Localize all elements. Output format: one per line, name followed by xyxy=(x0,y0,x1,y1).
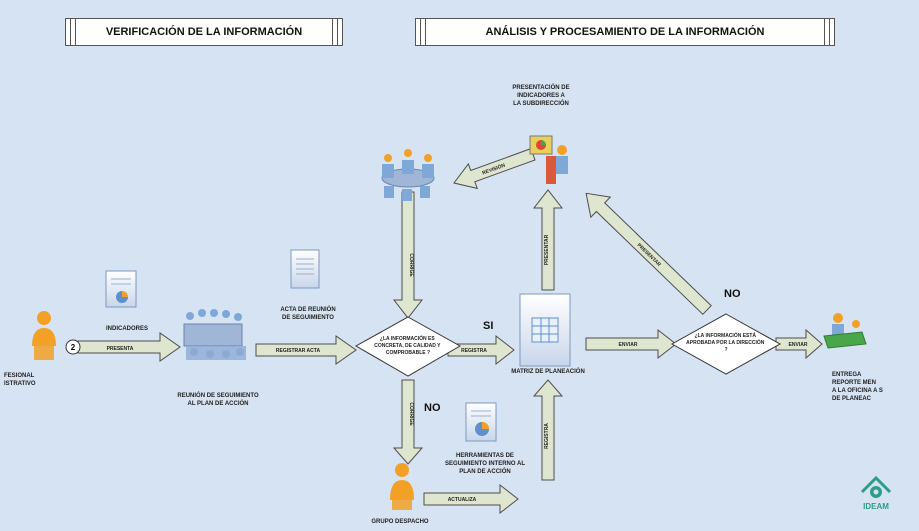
label-presentacion: PRESENTACIÓN DE INDICADORES A LA SUBDIRE… xyxy=(512,85,570,107)
arrow-corrige-top: CORRIGE xyxy=(392,191,424,319)
acta-document-icon xyxy=(290,249,320,289)
arrow-label-corrige-top: CORRIGE xyxy=(408,253,414,277)
label-acta: ACTA DE REUNIÓN DE SEGUIMIENTO xyxy=(280,307,336,321)
header-verificacion: VERIFICACIÓN DE LA INFORMACIÓN xyxy=(65,18,343,46)
label-entrega: ENTREGA REPORTE MEN A LA OFICINA A S DE … xyxy=(832,372,883,402)
step-badge-text: 2 xyxy=(71,343,76,352)
arrow-label-presenta: PRESENTA xyxy=(107,346,134,352)
arrow-revision: REVISIÓN xyxy=(453,147,536,190)
step-badge-circle xyxy=(65,339,81,355)
label-grupo: GRUPO DESPACHO xyxy=(371,519,429,525)
label-reunion: REUNIÓN DE SEGUIMIENTO AL PLAN DE ACCIÓN xyxy=(177,393,259,407)
arrow-label-actualiza: ACTUALIZA xyxy=(448,497,477,503)
arrow-label-registrar-acta: REGISTRAR ACTA xyxy=(276,348,321,354)
arrow-presenta: PRESENTA xyxy=(77,332,181,362)
arrow-enviar-2: ENVIAR xyxy=(775,328,823,360)
arrow-label-enviar-1: ENVIAR xyxy=(619,342,638,348)
arrow-presentar-1: PRESENTAR xyxy=(532,189,564,291)
herramientas-document-icon xyxy=(465,402,497,442)
meeting-reunion-icon xyxy=(183,309,246,360)
meeting-revision-icon xyxy=(381,149,435,201)
decision-2-text: ¿LA INFORMACIÓN ESTÁ APROBADA POR LA DIR… xyxy=(686,331,766,353)
indicadores-document-icon xyxy=(105,270,137,308)
arrow-corrige-bottom: CORRIGE xyxy=(392,379,424,465)
decision-1-text: ¿LA INFORMACIÓN ES CONCRETA, DE CALIDAD … xyxy=(374,334,442,356)
decision-diamond-2: ¿LA INFORMACIÓN ESTÁ APROBADA POR LA DIR… xyxy=(670,313,782,375)
matriz-document-icon xyxy=(519,293,571,367)
arrow-label-registra: REGISTRA xyxy=(461,348,487,354)
answer-no-bottom: NO xyxy=(424,402,441,414)
arrow-registra-up: REGISTRA xyxy=(532,379,564,481)
decision-2-line3: ? xyxy=(724,347,727,353)
decision-1-line1: ¿LA INFORMACIÓN ES xyxy=(380,334,435,342)
decision-2-line2: APROBADA POR LA DIRECCIÓN xyxy=(686,338,765,346)
arrow-registra: REGISTRA xyxy=(447,334,515,366)
decision-1-line3: COMPROBABLE ? xyxy=(386,350,430,356)
arrow-registrar-acta: REGISTRAR ACTA xyxy=(255,335,357,365)
label-matriz: MATRIZ DE PLANEACIÓN xyxy=(511,369,585,375)
ideam-logo-icon xyxy=(860,475,892,498)
person-profesional-icon xyxy=(32,311,56,360)
label-indicadores: INDICADORES xyxy=(105,326,148,332)
person-grupo-icon xyxy=(390,463,414,510)
label-herramientas: HERRAMIENTAS DE SEGUIMIENTO INTERNO AL P… xyxy=(444,453,525,475)
arrow-label-presentar-1: PRESENTAR xyxy=(544,234,550,265)
answer-si: SI xyxy=(483,320,494,332)
arrow-presentar-2: PRESENTAR xyxy=(585,192,712,316)
decision-diamond-1: ¿LA INFORMACIÓN ES CONCRETA, DE CALIDAD … xyxy=(354,316,462,377)
decision-1-line2: CONCRETA, DE CALIDAD Y xyxy=(374,343,441,349)
label-profesional: FESIONAL ISTRATIVO xyxy=(4,373,36,387)
presentation-icon xyxy=(529,135,568,184)
logo-text: IDEAM xyxy=(863,502,889,511)
answer-no-top: NO xyxy=(724,288,741,300)
arrow-label-corrige-bottom: CORRIGE xyxy=(408,402,414,426)
decision-2-line1: ¿LA INFORMACIÓN ESTÁ xyxy=(695,331,757,339)
arrow-label-registra-up: REGISTRA xyxy=(544,423,550,449)
arrow-actualiza: ACTUALIZA xyxy=(423,483,519,515)
header-analisis: ANÁLISIS Y PROCESAMIENTO DE LA INFORMACI… xyxy=(415,18,835,46)
arrow-enviar-1: ENVIAR xyxy=(585,328,677,360)
entrega-icon xyxy=(823,313,867,349)
arrow-label-enviar-2: ENVIAR xyxy=(789,342,808,348)
